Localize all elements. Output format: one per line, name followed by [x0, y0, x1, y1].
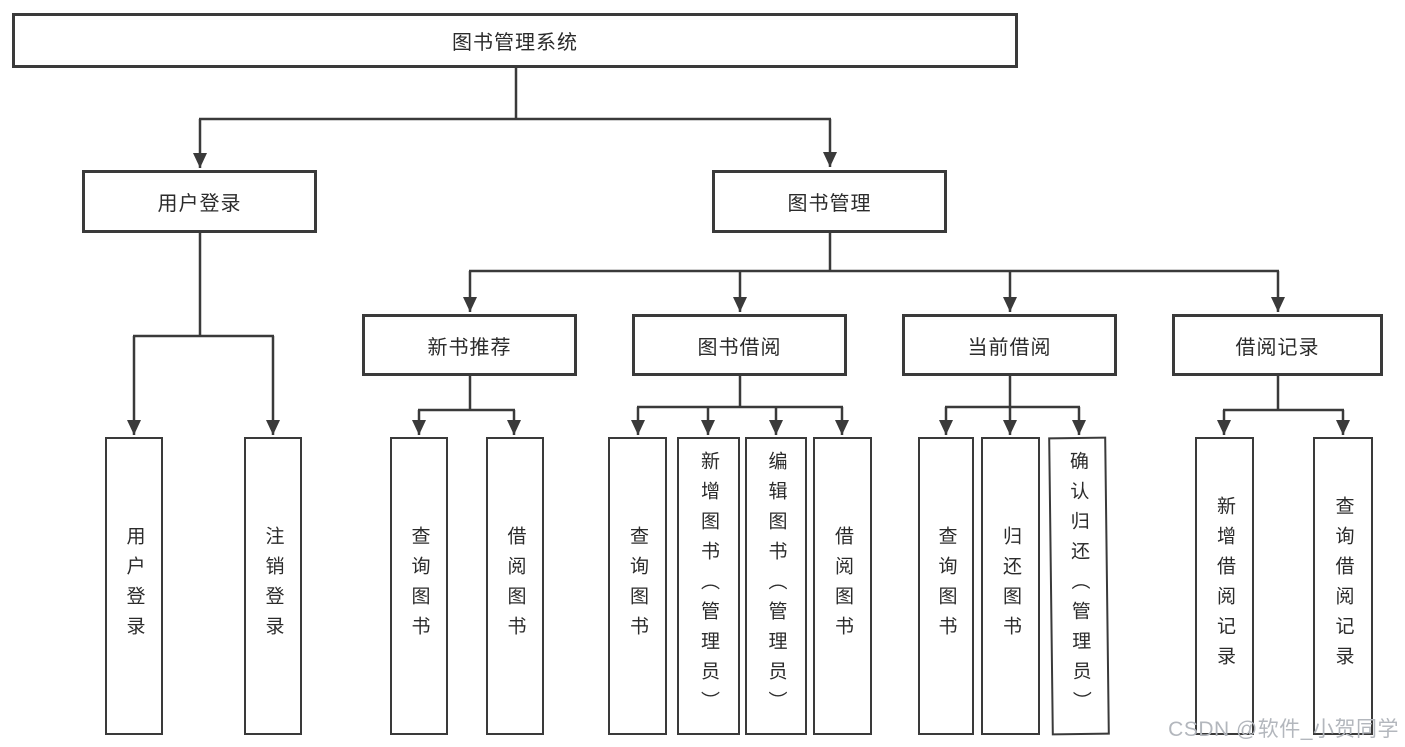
- leaf-query-books-recommend-label: 查询图书: [408, 526, 430, 646]
- node-book-management-label: 图书管理: [787, 193, 872, 215]
- node-borrow-records: 借阅记录: [1172, 314, 1383, 376]
- leaf-borrow-books-recommend-label: 借阅图书: [504, 526, 526, 646]
- leaf-borrow-books-recommend: 借阅图书: [486, 437, 544, 735]
- leaf-logout-label: 注销登录: [262, 526, 284, 646]
- node-borrow-records-label: 借阅记录: [1235, 336, 1320, 359]
- leaf-user-login-label: 用户登录: [123, 526, 145, 646]
- leaf-query-books-recommend: 查询图书: [390, 437, 448, 735]
- leaf-query-books-current-label: 查询图书: [935, 526, 957, 646]
- leaf-borrow-books-borrow: 借阅图书: [813, 437, 872, 735]
- leaf-confirm-return-admin-label: 确认归还（管理员）: [1066, 450, 1092, 722]
- leaf-confirm-return-admin: 确认归还（管理员）: [1048, 436, 1110, 736]
- node-root-label: 图书管理系统: [452, 32, 578, 54]
- leaf-logout: 注销登录: [244, 437, 302, 735]
- leaf-edit-book-admin-label: 编辑图书（管理员）: [765, 451, 787, 721]
- node-book-borrow-label: 图书借阅: [697, 336, 782, 359]
- leaf-add-book-admin-label: 新增图书（管理员）: [698, 451, 719, 721]
- node-user-login: 用户登录: [82, 170, 317, 233]
- leaf-edit-book-admin: 编辑图书（管理员）: [745, 437, 807, 735]
- node-book-borrow: 图书借阅: [632, 314, 847, 376]
- leaf-return-book-label: 归还图书: [1000, 526, 1021, 646]
- leaf-add-borrow-record-label: 新增借阅记录: [1214, 496, 1235, 676]
- node-current-borrow: 当前借阅: [902, 314, 1117, 376]
- leaf-query-books-borrow-label: 查询图书: [627, 526, 648, 646]
- node-new-book-recommend: 新书推荐: [362, 314, 577, 376]
- leaf-query-borrow-record-label: 查询借阅记录: [1332, 496, 1354, 676]
- node-book-management: 图书管理: [712, 170, 947, 233]
- leaf-query-books-current: 查询图书: [918, 437, 974, 735]
- leaf-borrow-books-borrow-label: 借阅图书: [832, 526, 853, 646]
- node-current-borrow-label: 当前借阅: [967, 336, 1052, 359]
- leaf-query-borrow-record: 查询借阅记录: [1313, 437, 1373, 735]
- csdn-watermark: CSDN @软件_小贺同学: [1168, 718, 1399, 741]
- leaf-add-book-admin: 新增图书（管理员）: [677, 437, 740, 735]
- node-root: 图书管理系统: [12, 13, 1018, 68]
- node-user-login-label: 用户登录: [157, 193, 242, 215]
- leaf-query-books-borrow: 查询图书: [608, 437, 667, 735]
- leaf-add-borrow-record: 新增借阅记录: [1195, 437, 1254, 735]
- node-new-book-recommend-label: 新书推荐: [427, 336, 512, 359]
- leaf-user-login: 用户登录: [105, 437, 163, 735]
- leaf-return-book: 归还图书: [981, 437, 1040, 735]
